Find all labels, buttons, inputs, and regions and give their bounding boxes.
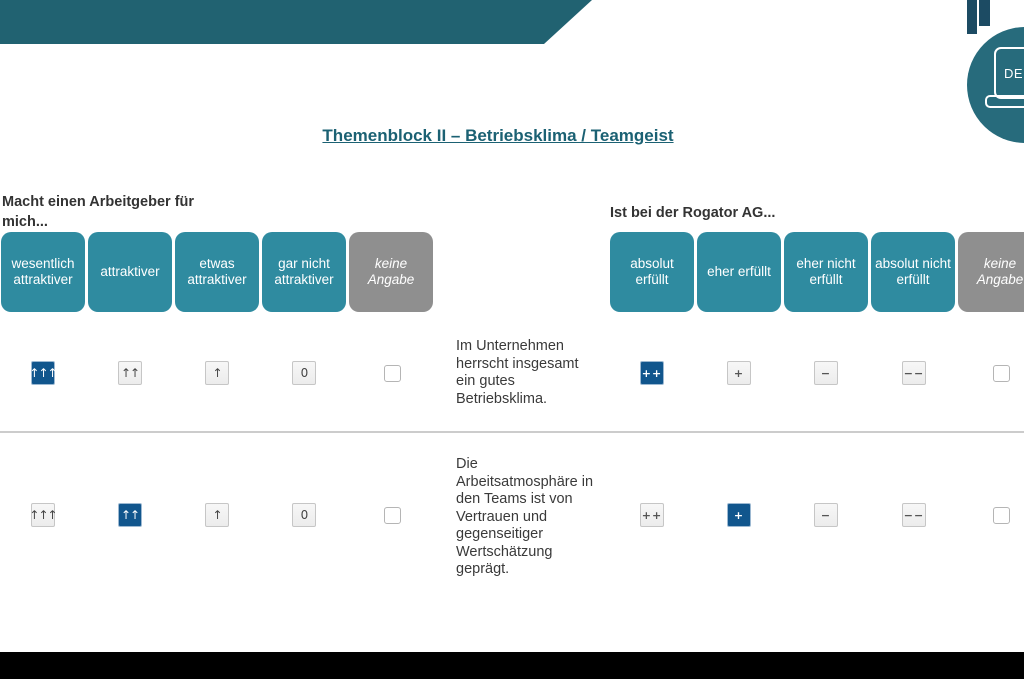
top-header-band [0, 0, 592, 44]
right-rating-button-r1-c1[interactable]: + [727, 503, 751, 527]
page-title: Themenblock II – Betriebsklima / Teamgei… [322, 126, 674, 145]
right-rating-button-r0-c1[interactable]: + [727, 361, 751, 385]
right-scale-header-keine-angabe: keine Angabe [958, 232, 1024, 312]
laptop-icon-label: DE [1004, 65, 1024, 81]
left-scale-header-etwas-attraktiver: etwas attraktiver [175, 232, 259, 312]
right-scale-header-eher-nicht-erfüllt: eher nicht erfüllt [784, 232, 868, 312]
right-scale-group-label: Ist bei der Rogator AG... [610, 205, 776, 221]
row-divider [0, 431, 1024, 433]
right-rating-button-r0-c2[interactable]: − [814, 361, 838, 385]
laptop-base-icon [985, 95, 1024, 108]
left-rating-button-r0-c1[interactable]: ↑↑ [118, 361, 142, 385]
right-scale-header-absolut-erfüllt: absolut erfüllt [610, 232, 694, 312]
left-rating-button-r0-c2[interactable]: ↑ [205, 361, 229, 385]
right-scale-header-eher-erfüllt: eher erfüllt [697, 232, 781, 312]
right-rating-button-r1-c2[interactable]: − [814, 503, 838, 527]
right-scale-header-absolut-nicht-erfüllt: absolut nicht erfüllt [871, 232, 955, 312]
right-rating-button-r1-c0[interactable]: ++ [640, 503, 664, 527]
left-scale-header-gar-nicht-attraktiver: gar nicht attraktiver [262, 232, 346, 312]
right-rating-button-r1-c3[interactable]: −− [902, 503, 926, 527]
laptop-icon: DE [994, 47, 1024, 99]
left-scale-header-keine-angabe: keine Angabe [349, 232, 433, 312]
right-rating-button-r0-c3[interactable]: −− [902, 361, 926, 385]
left-rating-button-r1-c3[interactable]: 0 [292, 503, 316, 527]
left-no-answer-checkbox-r0[interactable] [383, 365, 401, 382]
left-rating-button-r1-c2[interactable]: ↑ [205, 503, 229, 527]
left-rating-button-r0-c0[interactable]: ↑↑↑ [29, 361, 58, 385]
left-rating-button-r1-c1[interactable]: ↑↑ [118, 503, 142, 527]
bottom-bar [0, 652, 1024, 679]
left-rating-button-r0-c3[interactable]: 0 [292, 361, 316, 385]
logo-bar-chart-icon [979, 0, 990, 26]
left-scale-header-wesentlich-attraktiver: wesentlich attraktiver [1, 232, 85, 312]
question-text: Im Unternehmen herrscht insgesamt ein gu… [456, 338, 579, 407]
logo-bar-chart-icon [967, 0, 977, 34]
question-text: Die Arbeitsatmosphäre in den Teams ist v… [456, 456, 594, 577]
left-scale-group-label: Macht einen Arbeitgeber für mich... [2, 194, 195, 230]
right-no-answer-checkbox-r1[interactable] [992, 507, 1010, 524]
left-no-answer-checkbox-r1[interactable] [383, 507, 401, 524]
right-no-answer-checkbox-r0[interactable] [992, 365, 1010, 382]
left-rating-button-r1-c0[interactable]: ↑↑↑ [29, 503, 58, 527]
right-rating-button-r0-c0[interactable]: ++ [640, 361, 664, 385]
left-scale-header-attraktiver: attraktiver [88, 232, 172, 312]
